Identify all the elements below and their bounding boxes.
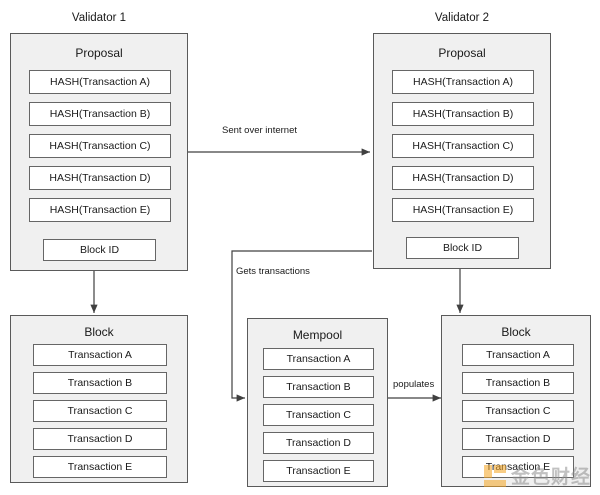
edge-label-sent-over-internet: Sent over internet	[220, 125, 299, 136]
v1-hash-item: HASH(Transaction A)	[29, 70, 171, 94]
block-left-transaction: Transaction D	[33, 428, 167, 450]
block-left-transaction: Transaction C	[33, 400, 167, 422]
mempool-heading: Mempool	[292, 328, 343, 342]
v2-hash-item: HASH(Transaction B)	[392, 102, 534, 126]
mempool-transaction: Transaction E	[263, 460, 374, 482]
block-left-transaction: Transaction A	[33, 344, 167, 366]
block-left-heading: Block	[84, 325, 114, 339]
block-right-heading: Block	[501, 325, 531, 339]
v2-block-id-box: Block ID	[406, 237, 519, 259]
v2-hash-item: HASH(Transaction E)	[392, 198, 534, 222]
block-right-transaction: Transaction A	[462, 344, 574, 366]
mempool-transaction: Transaction C	[263, 404, 374, 426]
panel-title-validator-1: Validator 1	[71, 12, 127, 24]
block-right-transaction: Transaction D	[462, 428, 574, 450]
block-left-panel: Block Transaction A Transaction B Transa…	[10, 315, 188, 483]
v1-hash-item: HASH(Transaction C)	[29, 134, 171, 158]
edge-label-populates: populates	[391, 379, 437, 390]
validator-1-panel: Proposal HASH(Transaction A) HASH(Transa…	[10, 33, 188, 271]
block-right-transaction: Transaction B	[462, 372, 574, 394]
edge-label-gets-transactions: Gets transactions	[234, 266, 312, 277]
block-right-transaction: Transaction E	[462, 456, 574, 478]
validator-2-proposal-heading: Proposal	[438, 46, 486, 60]
validator-1-proposal-heading: Proposal	[75, 46, 123, 60]
v1-hash-item: HASH(Transaction D)	[29, 166, 171, 190]
mempool-panel: Mempool Transaction A Transaction B Tran…	[247, 318, 388, 487]
v2-hash-item: HASH(Transaction A)	[392, 70, 534, 94]
v1-hash-item: HASH(Transaction E)	[29, 198, 171, 222]
block-left-transaction: Transaction B	[33, 372, 167, 394]
validator-2-panel: Proposal HASH(Transaction A) HASH(Transa…	[373, 33, 551, 269]
block-left-transaction: Transaction E	[33, 456, 167, 478]
v1-block-id-box: Block ID	[43, 239, 156, 261]
v1-hash-item: HASH(Transaction B)	[29, 102, 171, 126]
mempool-transaction: Transaction D	[263, 432, 374, 454]
v2-hash-item: HASH(Transaction C)	[392, 134, 534, 158]
mempool-transaction: Transaction A	[263, 348, 374, 370]
v2-hash-item: HASH(Transaction D)	[392, 166, 534, 190]
block-right-transaction: Transaction C	[462, 400, 574, 422]
block-right-panel: Block Transaction A Transaction B Transa…	[441, 315, 591, 487]
panel-title-validator-2: Validator 2	[434, 12, 490, 24]
mempool-transaction: Transaction B	[263, 376, 374, 398]
